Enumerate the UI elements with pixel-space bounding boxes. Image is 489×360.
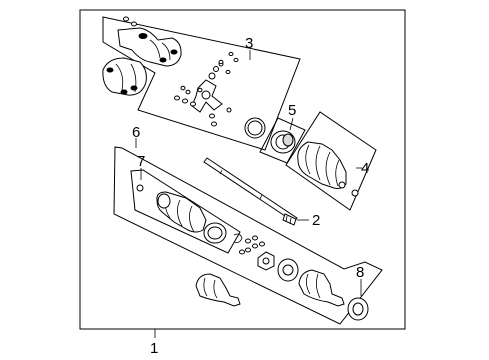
spider-assembly [257,251,275,271]
callout-8: 8 [356,264,364,281]
leader-5 [289,117,294,131]
rollers-and-needles [123,16,239,127]
clamp-kit-frame [259,117,306,164]
half-shaft-bar [203,157,298,223]
dust-seal [282,213,297,226]
callout-4: 4 [361,160,369,177]
wheel-bearing-seal [347,297,369,321]
inner-boot [136,184,207,233]
cage-ring [277,258,299,282]
outer-boot [297,141,359,197]
callout-6: 6 [132,124,140,141]
inner-joint-kit-frame [102,16,301,151]
assembly-frame [79,9,406,330]
boot-kit-frame [285,111,377,211]
callout-1: 1 [150,340,158,357]
callout-5: 5 [288,102,296,119]
small-hardware [233,233,265,255]
inner-cv-joint [195,273,241,307]
inner-housing-upper [117,27,182,67]
outer-cv-joint [298,269,345,307]
callout-7: 7 [137,153,145,170]
callout-2: 2 [312,212,320,229]
snap-ring-group-3 [244,117,266,139]
inner-housing-lower [102,57,147,96]
small-clamp [270,130,296,154]
tripod-spider [191,61,224,113]
inner-boot-clamp [203,222,227,244]
callout-3: 3 [245,35,253,52]
half-shaft-frame [113,146,383,325]
